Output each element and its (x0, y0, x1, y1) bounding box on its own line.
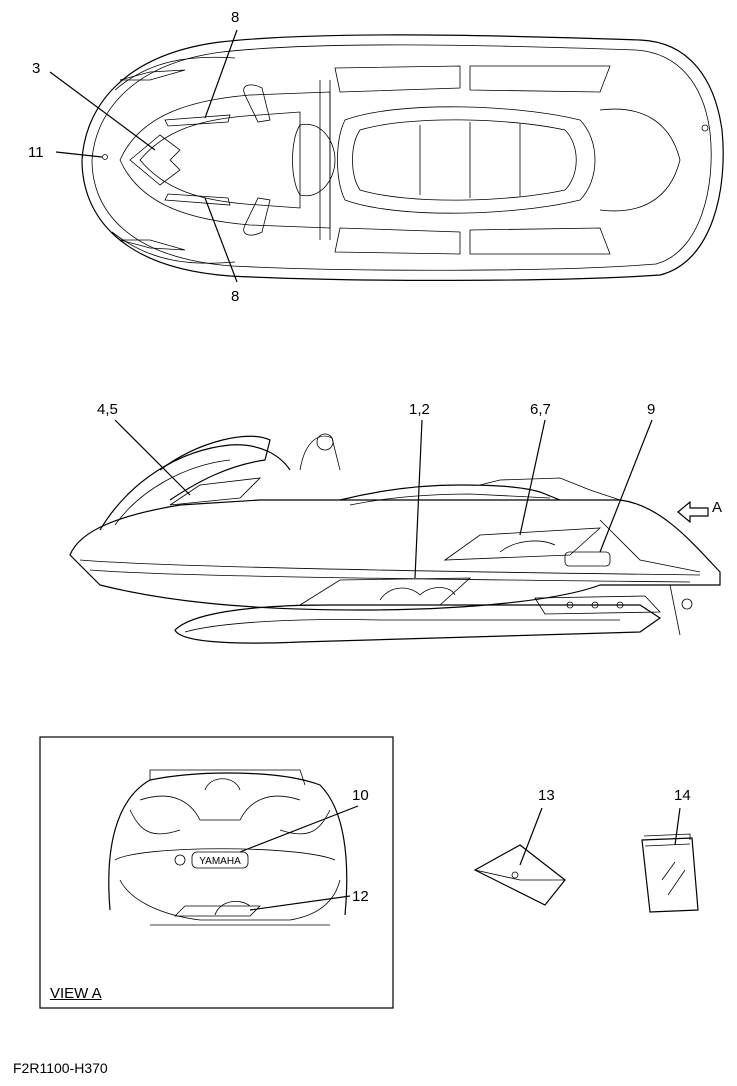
side-view-watercraft (69, 433, 721, 644)
yamaha-emblem: YAMAHA (199, 856, 241, 867)
top-view-watercraft (81, 34, 724, 281)
drawing-code: F2R1100-H370 (13, 1060, 108, 1076)
callout-14: 14 (674, 787, 691, 804)
callout-11: 11 (28, 144, 44, 161)
callout-6-7: 6,7 (530, 401, 551, 418)
side-view-callouts: 4,5 1,2 6,7 9 (97, 401, 655, 579)
view-a-panel: YAMAHA 10 12 (39, 736, 394, 1009)
callout-8-lower: 8 (231, 288, 239, 305)
callout-9: 9 (647, 401, 655, 418)
view-a-arrow: A (677, 499, 722, 524)
accessory-14-registration-holder: 14 (641, 787, 699, 913)
view-a-arrow-label: A (712, 499, 722, 516)
accessory-13-pouch: 13 (473, 787, 566, 906)
callout-8-upper: 8 (231, 9, 239, 26)
callout-4-5: 4,5 (97, 401, 118, 418)
callout-1-2: 1,2 (409, 401, 430, 418)
top-view-callouts: 3 8 11 8 (28, 9, 239, 305)
callout-3: 3 (32, 60, 40, 77)
callout-12: 12 (352, 888, 369, 905)
callout-10: 10 (352, 787, 369, 804)
callout-13: 13 (538, 787, 555, 804)
view-a-caption: VIEW A (50, 985, 102, 1002)
